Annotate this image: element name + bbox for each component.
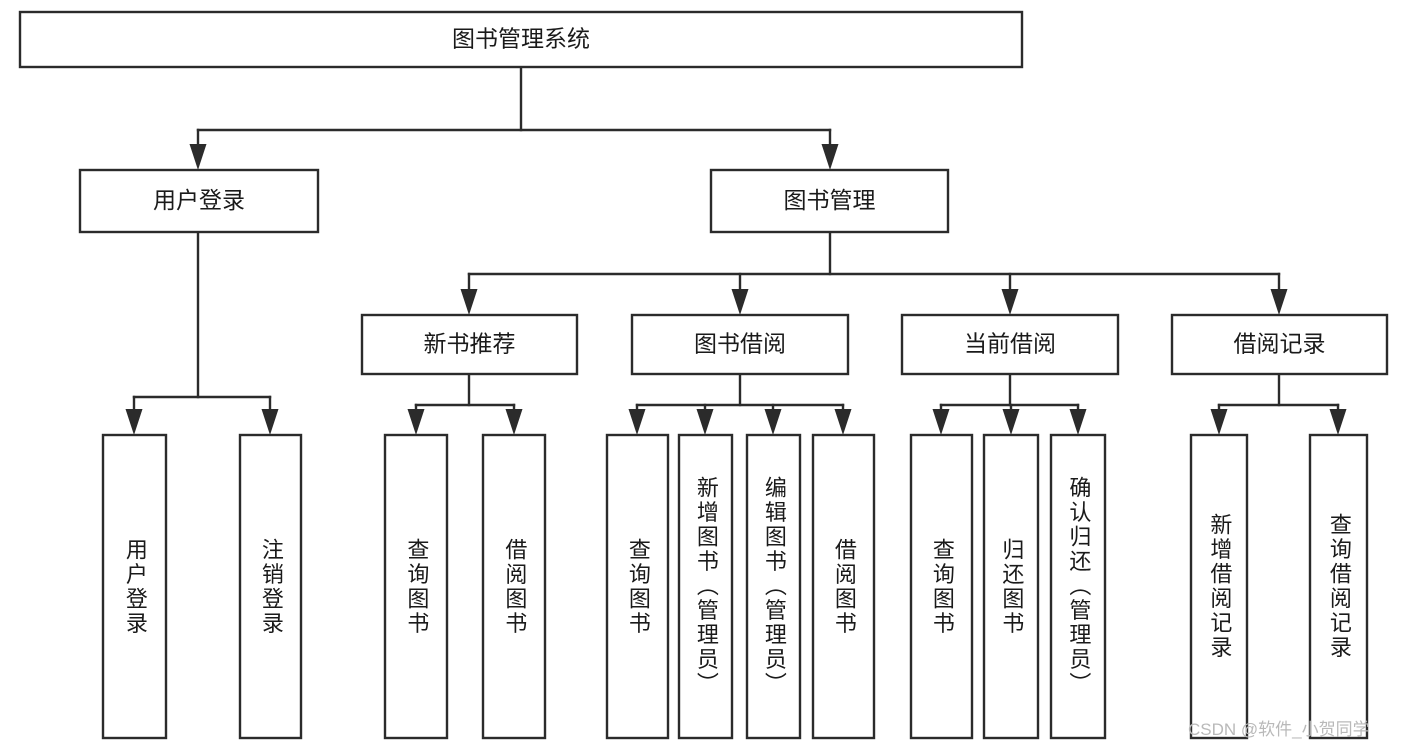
- node-book-borrow[interactable]: 图书借阅: [630, 313, 850, 376]
- node-box[interactable]: [900, 313, 1120, 376]
- arrow-head-icon: [731, 289, 749, 315]
- arrow-head-icon: [628, 409, 646, 435]
- node-user-login[interactable]: 用户登录: [78, 168, 320, 234]
- node-leaf-confirm-return[interactable]: [1049, 433, 1107, 740]
- node-root[interactable]: 图书管理系统: [18, 10, 1024, 69]
- node-box[interactable]: [383, 433, 449, 740]
- arrow-head-icon: [821, 144, 839, 170]
- watermark: CSDN @软件_小贺同学: [1188, 720, 1370, 739]
- node-label: 用户登录: [153, 187, 245, 213]
- node-box[interactable]: [1189, 433, 1249, 740]
- node-box[interactable]: [101, 433, 168, 740]
- arrow-head-icon: [505, 409, 523, 435]
- node-leaf-edit-book[interactable]: [745, 433, 802, 740]
- node-borrow-record[interactable]: 借阅记录: [1170, 313, 1389, 376]
- node-box[interactable]: [605, 433, 670, 740]
- node-box[interactable]: [1170, 313, 1389, 376]
- arrow-head-icon: [1069, 409, 1087, 435]
- node-box[interactable]: [745, 433, 802, 740]
- node-box[interactable]: [909, 433, 974, 740]
- arrow-head-icon: [1270, 289, 1288, 315]
- node-label: 图书管理: [784, 187, 876, 213]
- node-book-manage[interactable]: 图书管理: [709, 168, 950, 234]
- arrow-head-icon: [932, 409, 950, 435]
- node-leaf-query-book-borrow[interactable]: [605, 433, 670, 740]
- arrow-head-icon: [1002, 409, 1020, 435]
- arrow-head-icon: [460, 289, 478, 315]
- node-label: 图书借阅: [694, 331, 786, 357]
- node-box[interactable]: [677, 433, 734, 740]
- node-box[interactable]: [78, 168, 320, 234]
- node-leaf-query-record[interactable]: [1308, 433, 1369, 740]
- arrow-head-icon: [1001, 289, 1019, 315]
- arrow-head-icon: [407, 409, 425, 435]
- node-label: 图书管理系统: [452, 26, 590, 52]
- node-label: 当前借阅: [964, 331, 1056, 357]
- arrow-head-icon: [696, 409, 714, 435]
- connector-layer: [125, 65, 1347, 435]
- node-box[interactable]: [709, 168, 950, 234]
- node-box[interactable]: [1049, 433, 1107, 740]
- node-box[interactable]: [811, 433, 876, 740]
- node-box[interactable]: [481, 433, 547, 740]
- node-box[interactable]: [238, 433, 303, 740]
- arrow-head-icon: [1210, 409, 1228, 435]
- node-leaf-borrow-book[interactable]: [811, 433, 876, 740]
- node-label: 借阅记录: [1234, 331, 1326, 357]
- node-leaf-return-book[interactable]: [982, 433, 1040, 740]
- node-leaf-add-book[interactable]: [677, 433, 734, 740]
- node-label: 新书推荐: [424, 331, 516, 357]
- node-leaf-user-login[interactable]: [101, 433, 168, 740]
- arrow-head-icon: [834, 409, 852, 435]
- arrow-head-icon: [261, 409, 279, 435]
- arrow-head-icon: [189, 144, 207, 170]
- node-current-borrow[interactable]: 当前借阅: [900, 313, 1120, 376]
- node-leaf-query-book-cur[interactable]: [909, 433, 974, 740]
- node-new-book-recommend[interactable]: 新书推荐: [360, 313, 579, 376]
- node-box[interactable]: [360, 313, 579, 376]
- node-leaf-user-logout[interactable]: [238, 433, 303, 740]
- node-box[interactable]: [982, 433, 1040, 740]
- node-leaf-borrow-book-rec[interactable]: [481, 433, 547, 740]
- node-leaf-query-book-rec[interactable]: [383, 433, 449, 740]
- node-leaf-add-record[interactable]: [1189, 433, 1249, 740]
- node-box[interactable]: [18, 10, 1024, 69]
- arrow-head-icon: [1329, 409, 1347, 435]
- node-box[interactable]: [1308, 433, 1369, 740]
- node-box[interactable]: [630, 313, 850, 376]
- arrow-head-icon: [125, 409, 143, 435]
- arrow-head-icon: [764, 409, 782, 435]
